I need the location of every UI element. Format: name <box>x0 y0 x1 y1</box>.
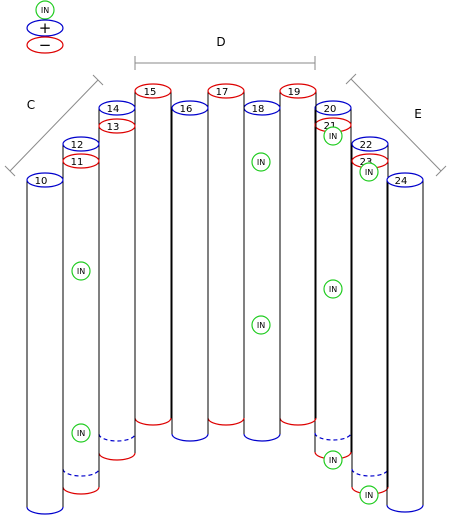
cylinder-22-23: 22 23 <box>351 136 389 495</box>
cylinder-label: 16 <box>180 104 193 115</box>
legend: IN + − <box>26 0 64 54</box>
in-marker: IN <box>359 162 379 182</box>
cylinder-18: 18 <box>243 100 281 442</box>
cylinder-16: 16 <box>171 100 209 442</box>
cylinder-label: 12 <box>71 140 84 151</box>
in-markers: IN IN IN IN IN IN IN IN IN <box>71 126 379 505</box>
cylinder-15: 15 <box>134 83 172 426</box>
cylinder-label: 24 <box>395 176 408 187</box>
in-marker: IN <box>251 315 271 335</box>
cylinder-label: 22 <box>360 140 373 151</box>
legend-negative: − <box>26 36 64 54</box>
cylinder-label: 14 <box>107 104 120 115</box>
cylinder-label: 18 <box>252 104 265 115</box>
dimension-e-label: E <box>414 107 422 121</box>
in-marker-label: IN <box>257 158 265 167</box>
cylinder-14-13: 14 13 <box>98 100 136 461</box>
dimension-e: E <box>345 73 447 177</box>
cylinder-label: 13 <box>107 122 120 133</box>
in-marker-label: IN <box>257 321 265 330</box>
legend-in-label: IN <box>41 6 49 15</box>
dimension-c: C <box>4 74 104 177</box>
in-marker-label: IN <box>365 491 373 500</box>
in-marker-label: IN <box>329 132 337 141</box>
legend-in-marker: IN <box>35 0 55 20</box>
cylinder-20-21: 20 21 <box>314 100 352 460</box>
in-marker-label: IN <box>77 267 85 276</box>
cylinder-10: 10 <box>26 172 64 515</box>
dimension-d-label: D <box>216 35 225 49</box>
cylinder-label: 15 <box>144 87 157 98</box>
cylinder-label: 11 <box>71 157 84 168</box>
cylinder-label: 19 <box>288 87 301 98</box>
legend-positive: + <box>26 19 64 37</box>
in-marker-label: IN <box>329 456 337 465</box>
legend-positive-symbol: + <box>39 19 52 37</box>
cylinder-label: 23 <box>360 157 373 168</box>
cylinder-24: 24 <box>386 172 424 513</box>
in-marker: IN <box>323 450 343 470</box>
cylinder-17: 17 <box>207 83 245 426</box>
in-marker: IN <box>359 485 379 505</box>
in-marker: IN <box>71 261 91 281</box>
in-marker-label: IN <box>77 429 85 438</box>
in-marker: IN <box>323 126 343 146</box>
cylinder-label: 17 <box>216 87 229 98</box>
cylinder-label: 10 <box>35 176 48 187</box>
in-marker: IN <box>71 423 91 443</box>
cylinder-19: 19 <box>279 83 317 426</box>
in-marker: IN <box>251 152 271 172</box>
cylinder-label: 20 <box>324 104 337 115</box>
in-marker-label: IN <box>365 168 373 177</box>
dimension-d: D <box>134 35 316 70</box>
cylinder-label: 21 <box>324 121 337 132</box>
legend-negative-symbol: − <box>39 36 52 54</box>
in-marker-label: IN <box>329 285 337 294</box>
dimension-c-label: C <box>27 98 35 112</box>
in-marker: IN <box>323 279 343 299</box>
